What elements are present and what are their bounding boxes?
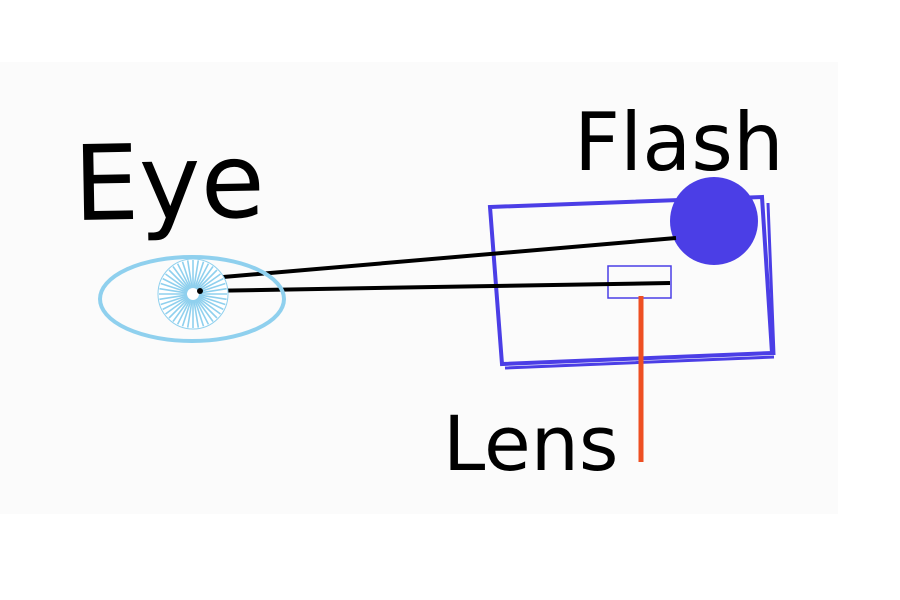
iris-spoke xyxy=(197,296,221,315)
iris-spoke xyxy=(172,298,191,322)
iris-spoke xyxy=(197,273,221,292)
iris-spoke xyxy=(197,295,224,311)
iris-spoke xyxy=(181,261,192,289)
iris-spoke xyxy=(193,299,200,328)
iris-spoke xyxy=(176,263,192,290)
iris-spoke xyxy=(165,273,189,292)
iris-spoke xyxy=(160,282,188,293)
iris-spoke xyxy=(176,298,192,325)
iris-spoke xyxy=(186,260,193,289)
pupil xyxy=(197,288,203,294)
iris-spoke xyxy=(195,266,214,290)
iris-spoke xyxy=(159,294,188,301)
iris-spoke xyxy=(197,277,224,293)
iris-spoke xyxy=(194,299,205,327)
iris-spoke xyxy=(194,298,210,325)
iris-spoke xyxy=(195,298,214,322)
eye-outline xyxy=(98,255,286,343)
flash-label: Flash xyxy=(574,96,784,189)
lens-ray xyxy=(199,281,671,293)
iris-spoke xyxy=(186,299,193,328)
iris-spoke xyxy=(168,297,190,319)
flash-icon xyxy=(670,177,758,265)
iris-spoke xyxy=(198,294,227,301)
iris-spoke xyxy=(193,260,200,289)
iris-spoke xyxy=(194,261,205,289)
iris-spoke xyxy=(198,295,226,306)
eye-label: Eye xyxy=(72,120,265,245)
iris-spoke xyxy=(196,269,218,291)
eye-icon xyxy=(98,255,286,343)
iris-spoke xyxy=(160,295,188,306)
iris-spoke xyxy=(162,277,189,293)
iris-spoke xyxy=(198,287,227,294)
lens-label: Lens xyxy=(443,399,619,488)
camera-body xyxy=(487,194,775,367)
iris-spoke xyxy=(165,296,189,315)
iris-spoke xyxy=(159,287,188,294)
iris-spoke xyxy=(198,282,226,293)
iris-spoke xyxy=(196,297,218,319)
iris-spoke xyxy=(168,269,190,291)
flash-ray xyxy=(199,236,677,281)
iris-spoke xyxy=(172,266,191,290)
iris-spoke xyxy=(162,295,189,311)
iris-spoke xyxy=(194,263,210,290)
iris-spoke xyxy=(181,299,192,327)
iris-spokes xyxy=(159,260,227,328)
